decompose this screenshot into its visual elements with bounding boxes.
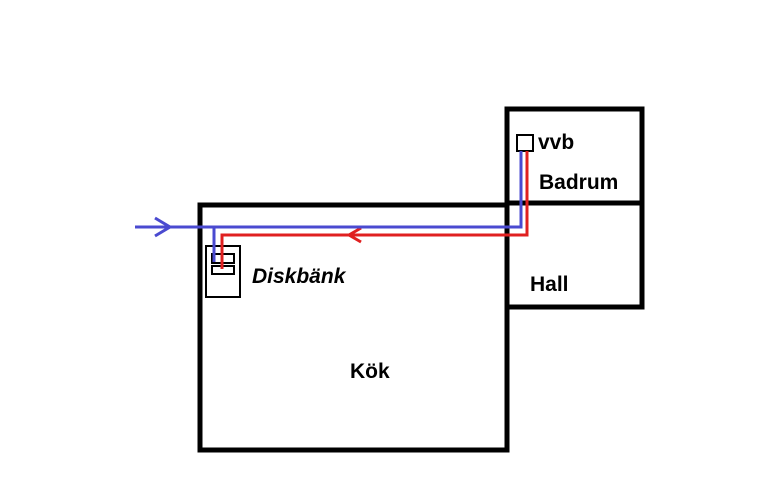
sink-label: Diskbänk — [252, 265, 347, 288]
bathroom-label: Badrum — [539, 171, 618, 194]
water-heater-icon — [516, 134, 534, 152]
hall-room-outline — [504, 200, 645, 310]
cold-water-pipe — [135, 151, 523, 229]
kitchen-room-outline — [197, 202, 510, 453]
hall-label: Hall — [530, 273, 569, 296]
hot-water-pipe — [220, 151, 529, 269]
water-heater-label: vvb — [538, 131, 574, 154]
kitchen-label: Kök — [350, 360, 390, 383]
hot-water-arrow-icon — [346, 226, 362, 244]
cold-water-arrow-icon — [154, 216, 173, 238]
